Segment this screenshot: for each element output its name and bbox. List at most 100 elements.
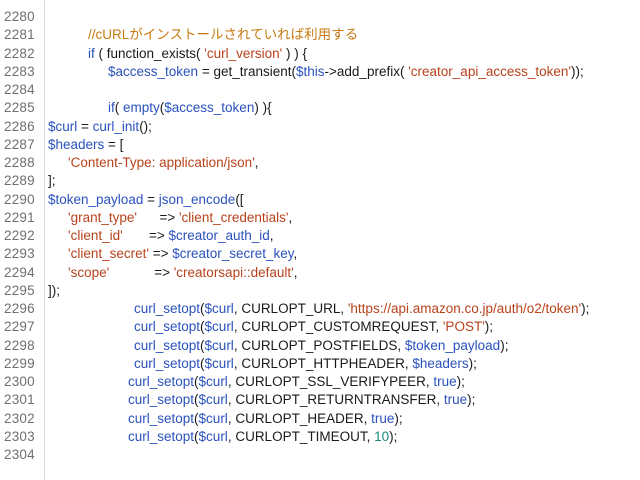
code-token-str: 'grant_type': [68, 209, 137, 225]
code-text: curl_setopt($curl, CURLOPT_URL, 'https:/…: [134, 300, 589, 318]
code-token-kw: empty: [123, 100, 160, 116]
code-line[interactable]: 2295]);: [0, 282, 640, 300]
code-token-plain: ));: [570, 63, 584, 79]
code-token-var: $this: [296, 63, 325, 79]
code-line[interactable]: 2293 'client_secret' => $creator_secret_k…: [0, 245, 640, 263]
code-text: $curl = curl_init();: [48, 118, 152, 136]
code-line[interactable]: 2294'scope' => 'creatorsapi::default',: [0, 264, 640, 282]
code-token-plain: );: [468, 355, 477, 371]
line-number: 2293: [4, 246, 35, 262]
line-number: 2285: [4, 100, 35, 116]
code-token-str: 'curl_version': [204, 45, 283, 61]
code-token-str: 'client_id': [68, 228, 123, 243]
code-token-str: 'creator_api_access_token': [408, 63, 571, 79]
code-token-plain: , CURLOPT_HTTPHEADER,: [233, 355, 413, 371]
code-token-plain: );: [456, 374, 465, 389]
code-text: 'client_id' => $creator_auth_id,: [68, 227, 274, 245]
code-token-str: 'scope': [68, 264, 110, 280]
code-token-plain: =>: [109, 264, 174, 280]
code-token-fn: curl_setopt: [128, 428, 195, 444]
code-token-fn: curl_setopt: [134, 319, 201, 335]
code-token-plain: ,: [269, 228, 274, 243]
line-number: 2290: [4, 191, 35, 207]
line-number: 2301: [4, 392, 35, 408]
code-token-plain: );: [484, 319, 494, 335]
code-token-plain: = [: [104, 136, 124, 152]
code-text: ];: [48, 172, 56, 190]
code-token-plain: ];: [48, 173, 56, 189]
code-token-plain: ( function_exists(: [94, 45, 205, 61]
code-token-var: $curl: [204, 355, 234, 371]
line-number: 2281: [4, 27, 35, 43]
code-token-plain: ->add_prefix(: [324, 63, 409, 79]
code-text: 'client_secret' => $creator_secret_key,: [68, 245, 297, 263]
code-text: $access_token = get_transient($this->add…: [108, 63, 584, 81]
code-token-plain: ,: [293, 264, 298, 280]
code-line[interactable]: 2287$headers = [: [0, 136, 640, 154]
line-number: 2289: [4, 173, 35, 189]
code-text: 'Content-Type: application/json',: [68, 154, 259, 172]
line-number: 2304: [4, 447, 35, 462]
code-token-plain: (: [194, 374, 199, 389]
code-line[interactable]: 2290$token_payload = json_encode([: [0, 191, 640, 209]
code-token-kw: true: [443, 392, 468, 408]
code-text: curl_setopt($curl, CURLOPT_CUSTOMREQUEST…: [134, 318, 493, 336]
code-line[interactable]: 2291'grant_type' => 'client_credentials'…: [0, 209, 640, 227]
code-token-plain: (: [159, 100, 165, 116]
line-number: 2284: [4, 82, 35, 97]
line-number: 2287: [4, 136, 35, 152]
code-token-kw: true: [433, 374, 457, 389]
code-text: 'scope' => 'creatorsapi::default',: [68, 264, 297, 282]
code-token-str: 'creatorsapi::default': [173, 264, 294, 280]
code-token-plain: , CURLOPT_SSL_VERIFYPEER,: [227, 374, 434, 389]
code-token-plain: ]);: [48, 282, 60, 298]
code-token-var: $token_payload: [404, 337, 501, 353]
code-line[interactable]: 2288'Content-Type: application/json',: [0, 154, 640, 172]
code-token-var: $curl: [204, 301, 234, 316]
code-token-var: $curl: [198, 428, 228, 444]
code-text: ]);: [48, 282, 60, 300]
line-number: 2295: [4, 282, 35, 298]
code-token-plain: ([: [235, 191, 244, 207]
code-line[interactable]: 2283$access_token = get_transient($this-…: [0, 63, 640, 81]
code-token-plain: , CURLOPT_TIMEOUT,: [227, 428, 375, 444]
code-token-plain: =: [77, 118, 93, 134]
code-line[interactable]: 2292 'client_id' => $creator_auth_id,: [0, 227, 640, 245]
line-number-gutter: [0, 0, 45, 480]
code-line[interactable]: 2284: [0, 81, 640, 99]
code-token-num: 10: [374, 428, 390, 444]
code-token-plain: );: [389, 428, 398, 444]
code-line[interactable]: 2280: [0, 8, 640, 26]
code-line[interactable]: 2286$curl = curl_init();: [0, 118, 640, 136]
code-token-fn: curl_setopt: [134, 355, 201, 371]
code-token-plain: (: [200, 319, 205, 335]
code-text: curl_setopt($curl, CURLOPT_SSL_VERIFYPEE…: [128, 373, 465, 391]
code-line[interactable]: 2289];: [0, 172, 640, 190]
code-token-plain: =>: [148, 246, 173, 262]
code-line[interactable]: 2281//cURLがインストールされていれば利用する: [0, 26, 640, 44]
code-token-kw: if: [108, 100, 115, 116]
code-text: curl_setopt($curl, CURLOPT_POSTFIELDS, $…: [134, 337, 508, 355]
code-token-plain: (: [200, 337, 205, 353]
code-line[interactable]: 2304: [0, 446, 640, 464]
code-text: if( empty($access_token) ){: [108, 99, 272, 117]
line-number: 2291: [4, 209, 35, 225]
code-token-plain: =>: [136, 209, 179, 225]
code-token-fn: curl_setopt: [134, 301, 201, 316]
code-token-fn: curl_setopt: [128, 392, 195, 408]
line-number: 2292: [4, 228, 35, 243]
line-number: 2282: [4, 45, 35, 61]
code-token-str: 'POST': [442, 319, 485, 335]
code-token-plain: = get_transient(: [198, 63, 296, 79]
